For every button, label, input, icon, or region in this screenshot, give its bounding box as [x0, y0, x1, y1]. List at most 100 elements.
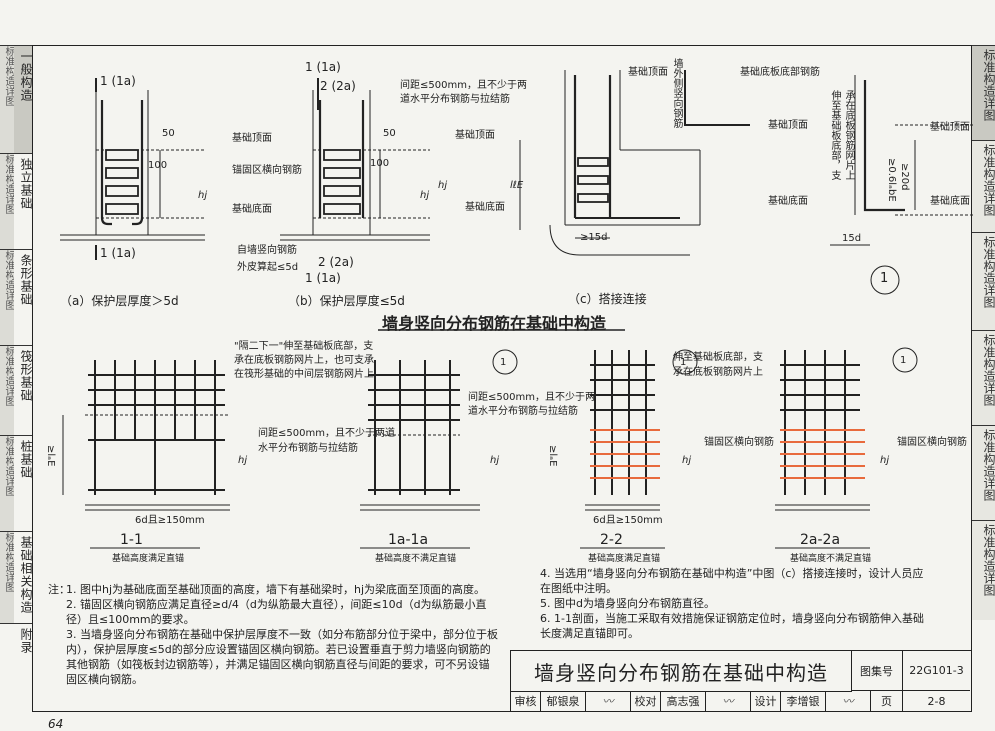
sec22-circle: 1: [680, 357, 687, 368]
view-b-outer-label-2: 外皮算起≤5d: [237, 262, 299, 273]
sec2a-anchor: 锚固区横向钢筋: [897, 437, 967, 448]
tab-related-construction[interactable]: 标准构造详图 基础相关构造: [0, 531, 32, 623]
notes-right: 4. 当选用“墙身竖向分布钢筋在基础中构造”中图（c）搭接连接时，设计人员应在图…: [540, 566, 930, 641]
sec1a-sub: 基础高度不满足直锚: [375, 554, 457, 564]
sec22-note-2: 承在底板钢筋网片上: [673, 367, 763, 378]
section-1-1-drawing: [62, 360, 230, 511]
note-6: 6. 1-1剖面，当施工采取有效措施保证钢筋定位时，墙身竖向分布钢筋伸入基础长度…: [540, 612, 924, 640]
notes-head: 注：: [48, 583, 70, 596]
right-tab-2[interactable]: 标准构造详图: [972, 140, 995, 232]
view-c-label-top: 基础顶面: [455, 130, 495, 141]
right-tab-6[interactable]: 标准构造详图: [972, 520, 995, 620]
sec1a-hj: hj: [490, 455, 500, 466]
view-a-section-bottom: 1 (1a): [100, 246, 136, 260]
sec2a-id: 2a-2a: [800, 532, 841, 548]
view-c-label-top-2: 基础顶面: [628, 67, 668, 78]
sec22-note-1: 伸至基础板底部，支: [673, 352, 763, 363]
view-c-spacing-1: 间距≤500mm，且不少于两: [400, 80, 527, 91]
right-tab-3[interactable]: 标准构造详图: [972, 232, 995, 330]
sec1a-circle: 1: [500, 357, 507, 368]
sec22-dim: 6d且≥150mm: [593, 515, 663, 526]
view-d-circle: 1: [880, 271, 889, 286]
section-1a-1a-drawing: [360, 349, 518, 511]
view-b-label-top: 基础顶面: [232, 133, 272, 144]
right-tab-5[interactable]: 标准构造详图: [972, 425, 995, 520]
sec11-dim: 6d且≥150mm: [135, 515, 205, 526]
view-d-label-2: 承在底板钢筋网片上: [843, 90, 854, 180]
view-a-section-top: 1 (1a): [100, 74, 136, 88]
view-c-bottom-bars: 基础底板底部钢筋: [740, 67, 820, 78]
view-a-hj: hj: [198, 190, 208, 201]
tab-isolated-foundation[interactable]: 标准构造详图 独立基础: [0, 153, 32, 249]
section-2a-2a-drawing: [775, 347, 918, 511]
view-c-label-top-3: 基础顶面: [768, 120, 808, 131]
page-number-cell: 2-8: [927, 694, 946, 708]
view-b-label-bottom: 基础底面: [232, 204, 272, 215]
tab-raft-foundation[interactable]: 标准构造详图 筏形基础: [0, 345, 32, 435]
view-b-section-top-2: 2 (2a): [320, 79, 356, 93]
view-b-hj: hj: [420, 190, 430, 201]
tab-pile-foundation[interactable]: 标准构造详图 桩基础: [0, 435, 32, 531]
reviewer-signature: 〰: [586, 691, 631, 711]
design-label: 设计: [751, 691, 781, 711]
checker-signature: 〰: [706, 691, 751, 711]
sec11-note-3: 在筏形基础的中间层钢筋网片上: [234, 369, 374, 380]
view-b-section-mid-1: 2 (2a): [318, 255, 354, 269]
view-c-spacing-2: 道水平分布钢筋与拉结筋: [400, 94, 510, 105]
page-label: 页: [871, 691, 903, 711]
view-b-section-mid-2: 1 (1a): [305, 271, 341, 285]
atlas-label: 图集号: [851, 651, 903, 691]
view-d-dim-1: ≥0.6lₐbE: [886, 158, 897, 202]
note-2: 2. 锚固区横向钢筋应满足直径≥d/4（d为纵筋最大直径），间距≤10d（d为纵…: [66, 598, 487, 626]
tab-appendix[interactable]: 附录: [0, 623, 32, 685]
sec22-lae: ≥lₐE: [547, 445, 558, 467]
sec1a-id: 1a-1a: [388, 532, 429, 548]
view-c-drawing: [519, 70, 750, 256]
view-a-caption: （a）保护层厚度＞5d: [60, 294, 179, 308]
right-tab-4[interactable]: 标准构造详图: [972, 330, 995, 425]
section-2-2-drawing: [585, 349, 698, 511]
right-tab-1[interactable]: 标准构造详图: [972, 45, 995, 140]
view-b-caption: （b）保护层厚度≤5d: [288, 294, 405, 308]
view-d-label-bottom: 基础底面: [930, 196, 970, 207]
view-b-section-top-1: 1 (1a): [305, 60, 341, 74]
designer: 李增银: [781, 691, 826, 711]
title-block: 墙身竖向分布钢筋在基础中构造 图集号 22G101-3 审核 郁银泉 〰 校对 …: [510, 650, 972, 712]
view-a-dim-100: 100: [148, 160, 168, 171]
drawing-frame: [32, 45, 972, 712]
sec11-spacing-1: 间距≤500mm，且不少于两道: [258, 428, 395, 439]
note-1: 1. 图中hj为基础底面至基础顶面的高度，墙下有基础梁时，hj为梁底面至顶面的高…: [66, 583, 486, 596]
view-b-dim-50: 50: [383, 128, 396, 139]
sec11-lae: ≥lₐE: [45, 445, 56, 467]
note-5: 5. 图中d为墙身竖向分布钢筋直径。: [540, 597, 715, 610]
page-number: 64: [48, 717, 64, 731]
left-tab-strip: 标准构造详图 一般构造 标准构造详图 独立基础 标准构造详图 条形基础 标准构造…: [0, 45, 32, 685]
notes-left-list: 1. 图中hj为基础底面至基础顶面的高度，墙下有基础梁时，hj为梁底面至顶面的高…: [66, 582, 498, 687]
view-b-drawing: [280, 78, 430, 241]
view-c-wall-bar: 墙外侧竖向钢筋: [671, 58, 682, 128]
sec22-id: 2-2: [600, 532, 623, 548]
view-d-label-1: 伸至基础板底部，支: [829, 90, 840, 180]
view-b-outer-label-1: 自墙竖向钢筋: [237, 245, 297, 256]
tab-strip-foundation[interactable]: 标准构造详图 条形基础: [0, 249, 32, 345]
view-a-drawing: [60, 78, 205, 260]
view-d-dim-2: ≥20d: [899, 163, 910, 191]
view-c-hj: hj: [438, 180, 448, 191]
view-c-label-bottom: 基础底面: [465, 202, 505, 213]
checker: 高志强: [661, 691, 706, 711]
view-a-dim-50: 50: [162, 128, 175, 139]
tab-general-construction[interactable]: 标准构造详图 一般构造: [0, 45, 32, 153]
title-block-title: 墙身竖向分布钢筋在基础中构造: [511, 651, 852, 692]
sec22-anchor: 锚固区横向钢筋: [704, 437, 774, 448]
note-4: 4. 当选用“墙身竖向分布钢筋在基础中构造”中图（c）搭接连接时，设计人员应在图…: [540, 567, 924, 595]
sec1a-spacing-1: 间距≤500mm，且不少于两: [468, 392, 595, 403]
sec11-spacing-2: 水平分布钢筋与拉结筋: [258, 443, 358, 454]
notes-left: 注： 1. 图中hj为基础底面至基础顶面的高度，墙下有基础梁时，hj为梁底面至顶…: [48, 582, 498, 687]
sec2a-circle: 1: [900, 355, 907, 366]
view-c-caption: （c）搭接连接: [568, 292, 647, 306]
check-label: 校对: [631, 691, 661, 711]
sec22-sub: 基础高度满足直锚: [588, 554, 661, 564]
view-d-drawing: [830, 75, 975, 295]
sec2a-hj: hj: [880, 455, 890, 466]
